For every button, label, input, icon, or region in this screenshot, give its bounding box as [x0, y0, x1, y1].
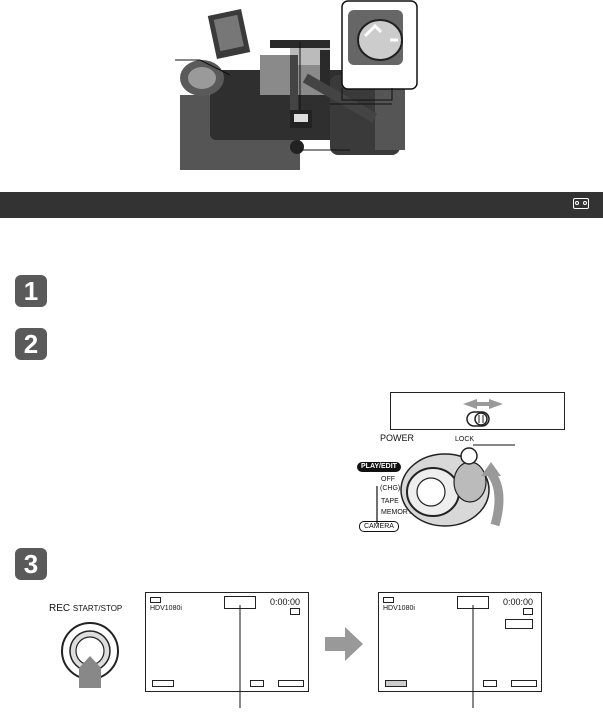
- camcorder-illustration: [170, 0, 590, 178]
- review-button: [483, 680, 497, 687]
- timecode: 0:00:00: [502, 597, 533, 607]
- play-edit-pill: PLAY/EDIT: [357, 462, 401, 472]
- lock-label: LOCK: [455, 436, 475, 443]
- step-3-marker: 3: [15, 548, 47, 580]
- rec-start-stop-button-icon: [61, 622, 119, 688]
- lock-slider-callout: [390, 392, 565, 430]
- lcd-screen-recording: HDV1080i 0:00:00: [378, 592, 542, 692]
- memory-label: MEMORY: [381, 509, 413, 516]
- section-header-band: [0, 192, 603, 218]
- battery-icon: [150, 597, 161, 603]
- tape-icon: [573, 198, 589, 209]
- tape-remaining-icon: [523, 608, 533, 615]
- rec-label: REC START/STOP: [49, 603, 122, 614]
- menu-button: [385, 680, 407, 687]
- step-1-marker: 1: [15, 275, 47, 307]
- camera-pill: CAMERA: [359, 521, 399, 532]
- off-label: OFF: [381, 476, 395, 483]
- tape-remaining-icon: [290, 608, 300, 615]
- hdv-format-label: HDV1080i: [150, 605, 182, 612]
- hdv-format-label: HDV1080i: [383, 605, 415, 612]
- power-switch-illustration: POWER LOCK PLAY/EDIT OFF (CHG) TAPE MEMO…: [345, 390, 575, 540]
- battery-icon: [383, 597, 394, 603]
- tape-running-icon: [505, 619, 533, 629]
- status-indicator-box: [224, 596, 256, 609]
- step-2-marker: 2: [15, 328, 47, 360]
- rec-label-sub: START/STOP: [72, 604, 123, 613]
- right-arrow-icon: [325, 627, 363, 661]
- option-button: [278, 680, 304, 687]
- tape-label: TAPE: [381, 498, 399, 505]
- timecode: 0:00:00: [269, 597, 300, 607]
- menu-button: [152, 680, 174, 687]
- lcd-screen-standby: HDV1080i 0:00:00: [145, 592, 309, 692]
- rec-label-main: REC: [49, 603, 71, 614]
- power-dial-icon: [376, 444, 515, 527]
- chg-label: (CHG): [380, 485, 401, 492]
- power-label: POWER: [380, 433, 415, 443]
- status-indicator-box: [457, 596, 489, 609]
- review-button: [250, 680, 264, 687]
- option-button: [511, 680, 537, 687]
